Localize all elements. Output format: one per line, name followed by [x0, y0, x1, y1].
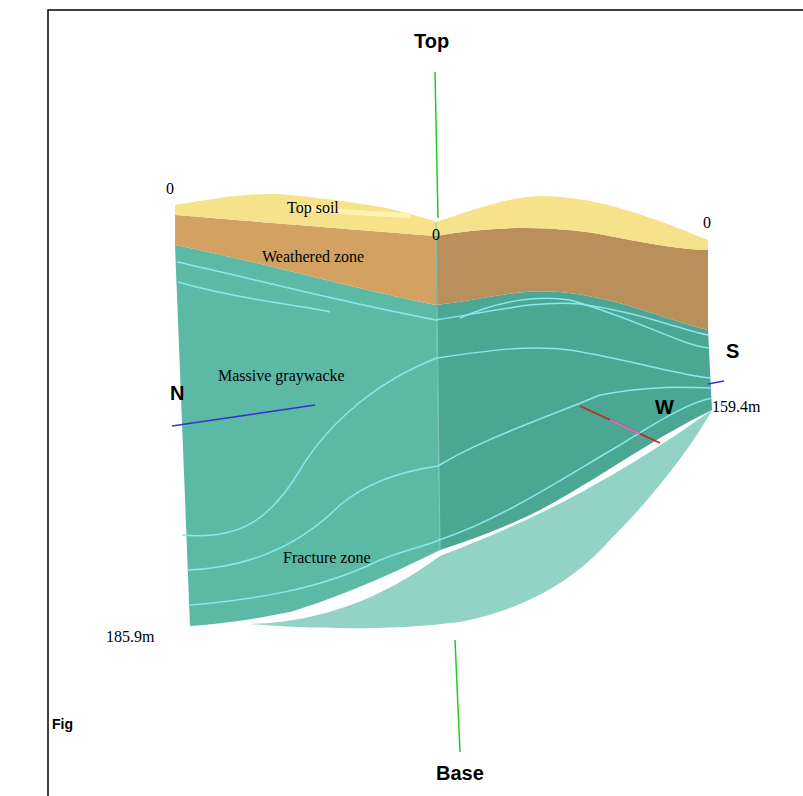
- direction-label: N: [170, 382, 184, 404]
- depth-tick: 0: [166, 180, 174, 198]
- layer-label: Fracture zone: [283, 549, 371, 567]
- direction-label: S: [726, 340, 739, 362]
- layer-label: Weathered zone: [262, 248, 364, 266]
- south-axis: [708, 381, 724, 384]
- contour-lines: [177, 262, 712, 605]
- base-axis: [455, 640, 460, 752]
- frame-line: [48, 10, 803, 796]
- west-axis-mark: [610, 420, 640, 434]
- depth-tick: 0: [703, 214, 711, 232]
- depth-value: 159.4m: [712, 398, 760, 416]
- layer-label: Top soil: [287, 199, 339, 217]
- west-axis: [580, 406, 660, 443]
- top-axis: [435, 72, 438, 218]
- graywacke-right-face: [436, 291, 712, 550]
- north-axis: [172, 405, 315, 426]
- graywacke-left-face: [175, 245, 440, 626]
- direction-label: W: [655, 396, 674, 418]
- layer-label: Massive graywacke: [218, 367, 345, 385]
- depth-tick: 0: [432, 226, 440, 244]
- block-edge: [436, 222, 440, 550]
- axis-label: Top: [414, 30, 449, 52]
- axis-label: Base: [436, 762, 484, 784]
- top-soil-band: [175, 194, 708, 250]
- depth-value: 185.9m: [106, 628, 154, 646]
- figure-label: Fig: [52, 717, 73, 732]
